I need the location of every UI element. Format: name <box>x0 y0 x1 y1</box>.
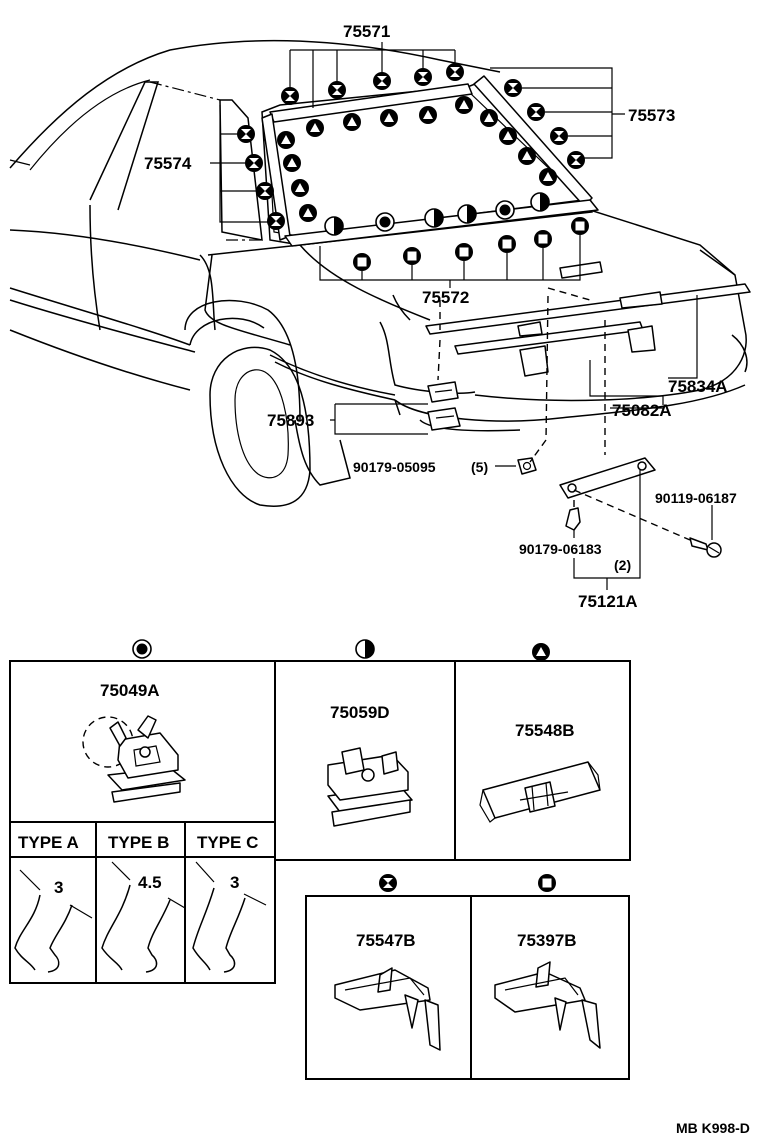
detail-box-75059D: 75059D <box>274 660 456 861</box>
label-75574: 75574 <box>144 154 192 173</box>
detail-box-75548B: 75548B <box>454 660 631 861</box>
clip-drawing-75049A <box>82 715 186 803</box>
leader-lines <box>210 42 713 590</box>
detail-label-75059D: 75059D <box>330 703 390 722</box>
type-a-label: TYPE A <box>18 833 79 852</box>
detail-box-75049A: 75049A TYPE A TYPE B TYPE C 3 4.5 <box>9 660 276 984</box>
moulding-75082A <box>454 261 663 377</box>
type-b-profile: 4.5 <box>101 861 186 973</box>
square-in-circle-icon <box>538 874 556 892</box>
detail-label-75548B: 75548B <box>515 721 575 740</box>
label-75834A: 75834A <box>668 377 728 396</box>
hourglass-in-circle-icon <box>379 874 397 892</box>
concentric-circle-icon <box>132 639 152 659</box>
label-90179-06183: 90179-06183 <box>519 541 602 557</box>
assembly-lines <box>149 81 691 541</box>
triangle-in-circle-icon <box>532 643 550 661</box>
moulding-75573 <box>473 75 593 207</box>
type-b-label: TYPE B <box>108 833 169 852</box>
label-90179-06183-qty: (2) <box>614 557 631 573</box>
detail-label-75397B: 75397B <box>517 931 577 950</box>
type-c-profile: 3 <box>192 861 267 973</box>
detail-label-75049A: 75049A <box>100 681 160 700</box>
label-75572: 75572 <box>422 288 469 307</box>
drawing-code: MB K998-D <box>676 1120 750 1136</box>
detail-box-75547B: 75547B <box>305 895 472 1080</box>
clip-75893 <box>427 381 461 431</box>
detail-box-75397B: 75397B <box>470 895 630 1080</box>
type-b-dimension: 4.5 <box>138 873 162 892</box>
bracket-75121A <box>559 457 656 531</box>
label-75082A: 75082A <box>612 401 672 420</box>
label-75121A: 75121A <box>578 592 638 611</box>
part-labels: 75571 75573 75574 75572 75834A 75082A 75… <box>144 22 737 611</box>
garnish-75834A <box>425 283 751 335</box>
label-90179-05095-qty: (5) <box>471 459 488 475</box>
bolt-90119-06187 <box>689 537 722 558</box>
type-a-profile: 3 <box>14 869 93 973</box>
label-75571: 75571 <box>343 22 390 41</box>
label-75893: 75893 <box>267 411 314 430</box>
label-90119-06187: 90119-06187 <box>655 490 737 506</box>
half-circle-icon <box>355 639 375 659</box>
type-c-dimension: 3 <box>230 873 239 892</box>
label-90179-05095: 90179-05095 <box>353 459 436 475</box>
label-75573: 75573 <box>628 106 675 125</box>
type-a-dimension: 3 <box>54 878 63 897</box>
type-c-label: TYPE C <box>197 833 258 852</box>
nut-90179-05095 <box>517 457 537 475</box>
detail-label-75547B: 75547B <box>356 931 416 950</box>
